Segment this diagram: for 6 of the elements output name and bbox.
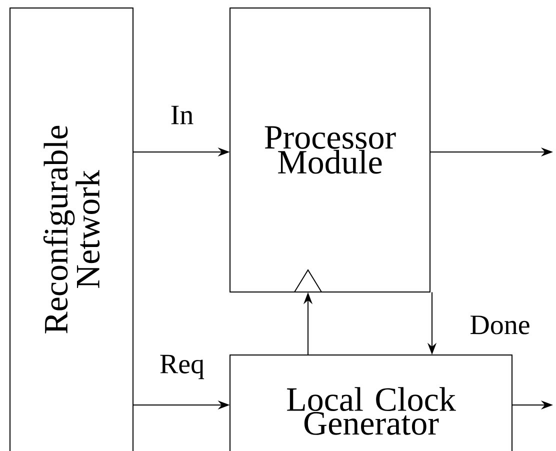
network-box: Reconfigurable Network xyxy=(10,8,134,451)
generator-box: Local Clock Generator xyxy=(230,354,512,451)
edge-label: Req xyxy=(158,354,206,380)
edge-label: Done xyxy=(468,314,532,336)
module-box: Processor Module xyxy=(230,8,430,292)
edge-label: In xyxy=(169,104,195,126)
